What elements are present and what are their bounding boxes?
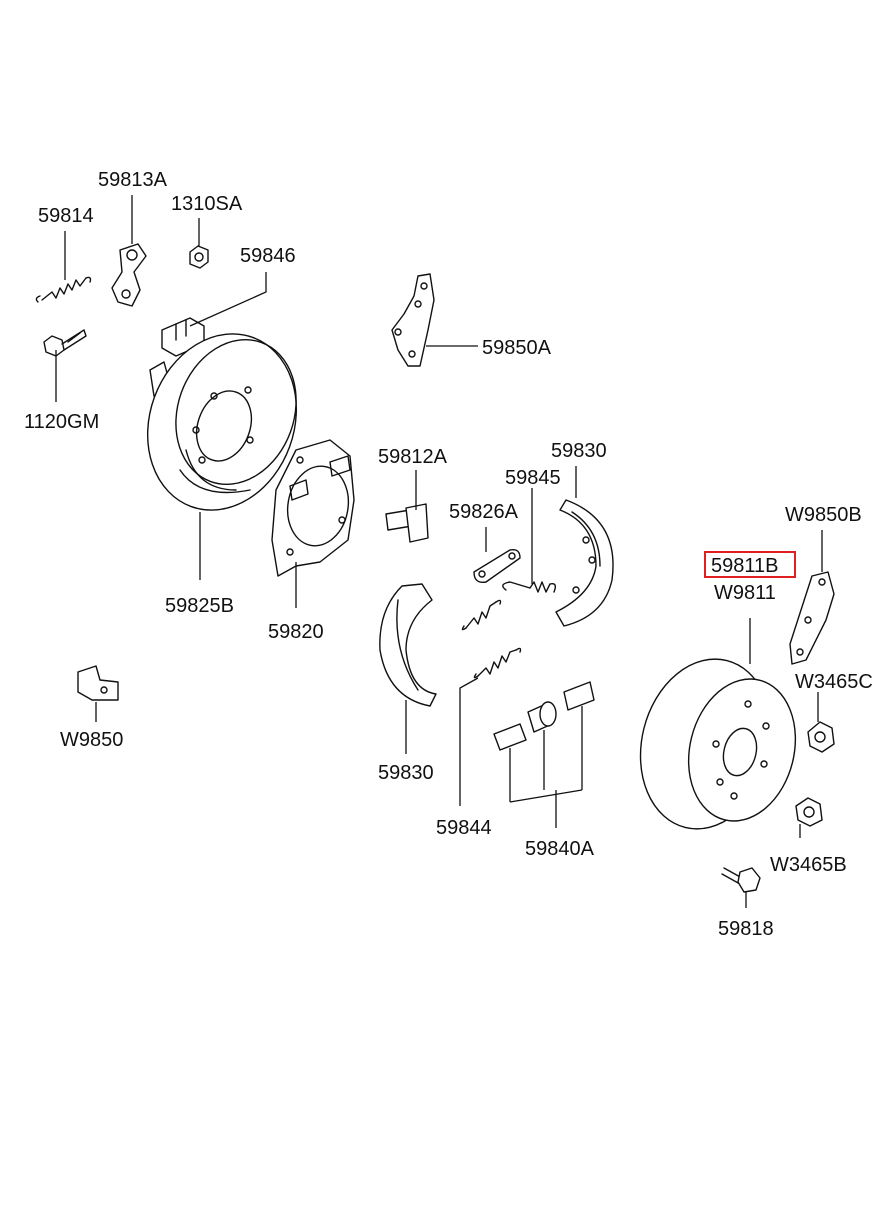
bolt-1120GM [43, 329, 87, 357]
label-59814[interactable]: 59814 [38, 205, 94, 227]
adjuster-59840A [493, 681, 595, 751]
spring-59845 [502, 581, 557, 593]
highlight-box-59811B [704, 551, 796, 578]
label-W9811[interactable]: W9811 [714, 582, 776, 604]
drum-59811B [639, 658, 797, 830]
label-59840A[interactable]: 59840A [525, 838, 595, 860]
nut-1310SA [189, 245, 209, 269]
label-1310SA[interactable]: 1310SA [171, 193, 243, 215]
part-labels: 59813A 1310SA 59814 59846 59850A 1120GM … [24, 169, 873, 940]
label-59844[interactable]: 59844 [436, 817, 492, 839]
label-59826A[interactable]: 59826A [449, 501, 519, 523]
lever-59813A [111, 243, 147, 307]
label-1120GM[interactable]: 1120GM [24, 411, 99, 433]
drum-59825B [146, 333, 298, 511]
spring-59814 [35, 276, 92, 303]
label-59813A[interactable]: 59813A [98, 169, 168, 191]
label-59818[interactable]: 59818 [718, 918, 774, 940]
label-59811B[interactable]: 59811B [711, 555, 778, 577]
backing-plate-59820 [271, 439, 355, 577]
shoe-59830-bottom [379, 583, 437, 707]
leader-lines [55, 195, 823, 908]
label-W9850[interactable]: W9850 [60, 729, 123, 751]
bracket-W9850 [77, 665, 119, 701]
plate-W9850B [789, 571, 835, 665]
label-59825B[interactable]: 59825B [165, 595, 234, 617]
label-59830-top[interactable]: 59830 [551, 440, 607, 462]
link-59826A [473, 548, 521, 583]
label-59845[interactable]: 59845 [505, 467, 561, 489]
label-59812A[interactable]: 59812A [378, 446, 448, 468]
nut-W3465C [807, 721, 835, 753]
plate-59850A [391, 273, 435, 367]
spring-small [461, 599, 502, 631]
label-59850A[interactable]: 59850A [482, 337, 552, 359]
nut-W3465B [795, 797, 823, 827]
label-59830-bottom[interactable]: 59830 [378, 762, 434, 784]
shoe-59830-top [555, 499, 614, 627]
label-W9850B[interactable]: W9850B [785, 504, 862, 526]
label-59820[interactable]: 59820 [268, 621, 324, 643]
label-W3465B[interactable]: W3465B [770, 854, 847, 876]
label-59846[interactable]: 59846 [240, 245, 296, 267]
pin-59812A [385, 503, 429, 543]
label-W3465C[interactable]: W3465C [795, 671, 873, 693]
spring-59844 [473, 647, 522, 679]
bolt-59818 [721, 867, 761, 893]
